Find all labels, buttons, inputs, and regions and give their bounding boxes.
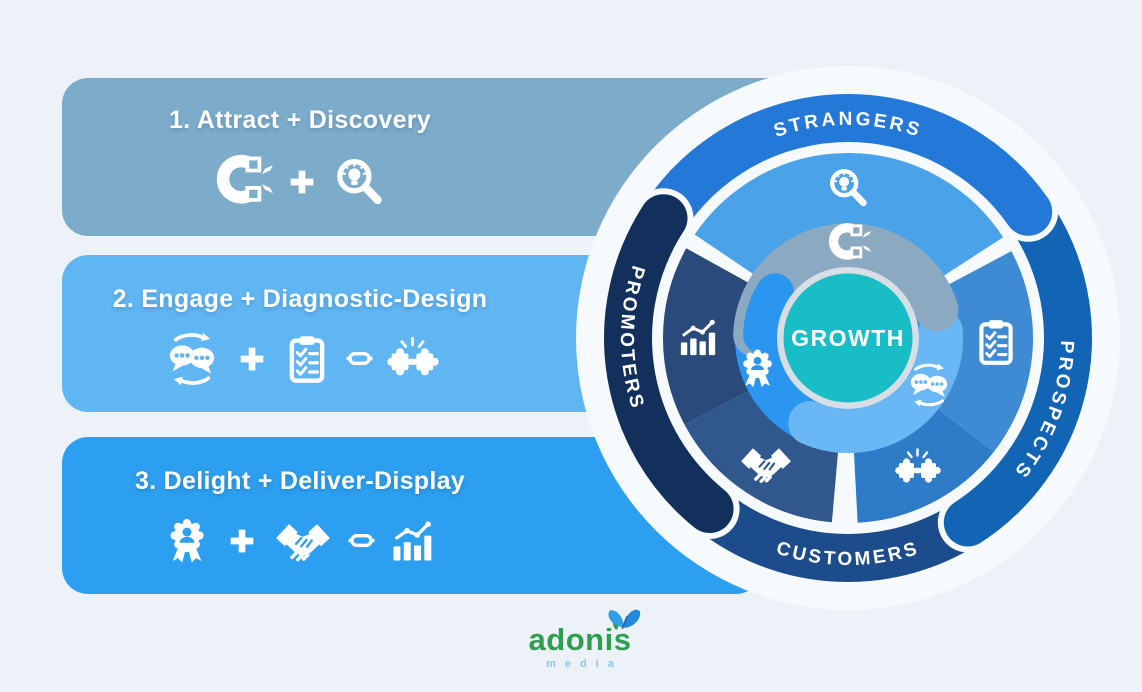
chat-sync-icon — [161, 331, 223, 387]
promoters-arc — [604, 194, 734, 533]
plus-icon — [286, 166, 318, 198]
adonis-media-logo: adonis media — [505, 609, 655, 670]
customers-arc — [697, 494, 982, 582]
step-title-engage: 2. Engage + Diagnostic-Design — [112, 284, 488, 313]
logo-name-text: adonis — [528, 622, 632, 657]
puzzle-icon — [386, 332, 440, 386]
segment-attract — [694, 153, 1004, 279]
search-bulb-icon — [331, 154, 387, 210]
clipboard-checklist-icon — [281, 333, 333, 385]
engage-icon-row — [161, 331, 440, 387]
plus-icon — [236, 343, 268, 375]
growth-hub — [783, 273, 913, 403]
link-icon — [348, 527, 375, 554]
link-icon — [346, 345, 373, 372]
strangers-arc — [633, 94, 1053, 252]
outer-ring — [598, 88, 1098, 588]
delight-icon-row — [161, 513, 440, 569]
butterfly-icon — [608, 609, 641, 630]
step-title-delight: 3. Delight + Deliver-Display — [134, 466, 466, 495]
segment-promote — [663, 248, 752, 425]
plus-icon — [226, 525, 258, 557]
growth-label: GROWTH — [791, 325, 905, 351]
step-title-attract: 1. Attract + Discovery — [168, 106, 432, 134]
handshake-icon — [271, 513, 335, 569]
logo-name: adonis — [528, 609, 641, 657]
award-badge-icon — [161, 515, 213, 567]
attract-icon-row — [213, 152, 387, 212]
prospects-arc — [943, 204, 1092, 547]
magnet-icon — [213, 152, 273, 212]
growth-flywheel: STRANGERS PROSPECTS CUSTOMERS PROMOTERS — [576, 66, 1120, 610]
bar-chart-icon — [388, 515, 440, 567]
logo-subtitle: media — [546, 658, 623, 670]
